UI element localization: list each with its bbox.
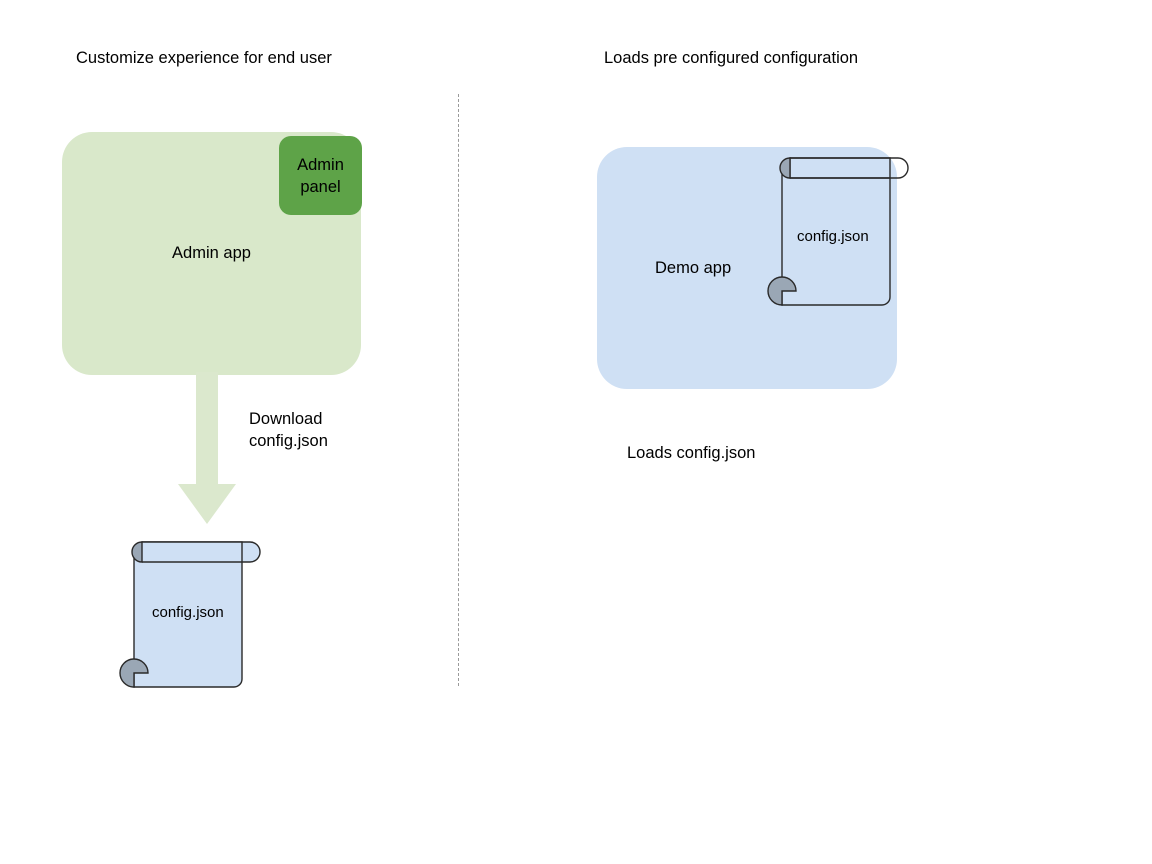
vertical-dashed-divider-icon — [458, 94, 459, 686]
admin-app-label: Admin app — [172, 244, 251, 262]
download-arrow-label: Download config.json — [249, 410, 328, 450]
demo-app-container — [597, 147, 897, 389]
config-json-document-right[interactable] — [766, 150, 914, 315]
config-json-label-left: config.json — [152, 604, 224, 621]
down-arrow-icon — [178, 372, 236, 524]
admin-panel-label: Admin panel — [297, 155, 344, 196]
admin-panel-box[interactable]: Admin panel — [279, 136, 362, 215]
loads-config-json-label: Loads config.json — [627, 444, 756, 462]
config-json-document-left[interactable] — [118, 528, 268, 693]
demo-app-label: Demo app — [655, 259, 732, 277]
left-section-caption: Customize experience for end user — [76, 49, 332, 67]
config-json-label-right: config.json — [797, 228, 869, 245]
right-section-caption: Loads pre configured configuration — [604, 49, 859, 67]
